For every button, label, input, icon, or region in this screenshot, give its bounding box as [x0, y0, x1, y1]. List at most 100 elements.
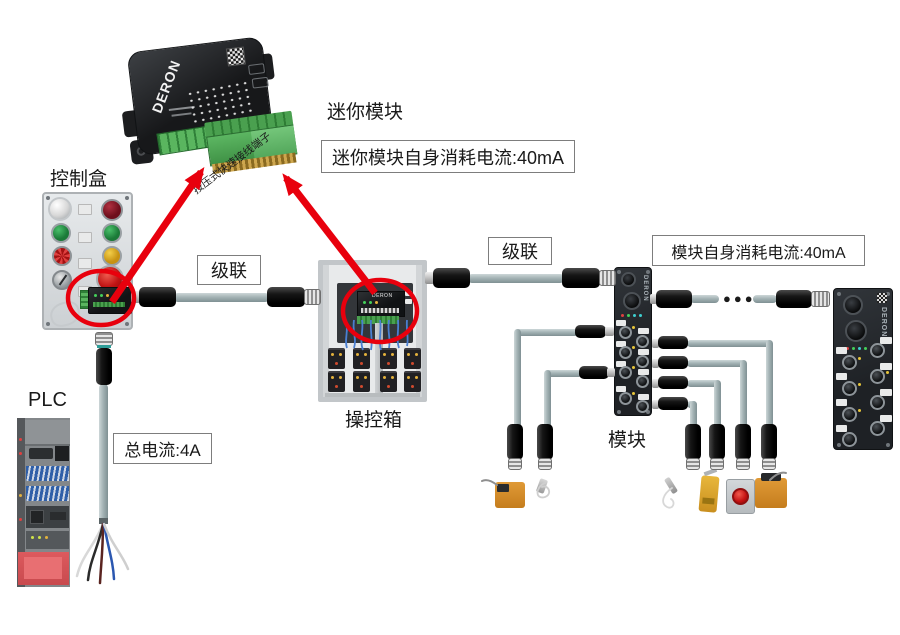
drop-connector-nut — [710, 458, 724, 470]
drop-cable — [546, 370, 582, 377]
module-port — [842, 407, 857, 422]
module-port — [636, 400, 649, 413]
opbox-hinge — [323, 265, 329, 397]
module-top-port — [843, 295, 863, 315]
module-port — [870, 395, 885, 410]
drop-cable — [516, 329, 578, 336]
plc-module-dark — [26, 506, 69, 528]
plc-black-module — [55, 446, 69, 461]
mini-module-label: 迷你模块 — [327, 102, 404, 123]
drop-connector — [537, 424, 553, 460]
module-port — [636, 335, 649, 348]
module-current-callout: 模块自身消耗电流:40mA — [652, 235, 865, 266]
module-port — [870, 369, 885, 384]
control-box-mini-module — [88, 287, 132, 314]
cable-connector-nut — [599, 270, 616, 286]
io-indicator — [251, 76, 269, 89]
cable-connector — [776, 290, 812, 308]
cable-connector-nut — [811, 291, 830, 307]
control-box-device — [42, 192, 133, 330]
connector-tip — [652, 339, 659, 348]
sensor-connector-small — [535, 478, 549, 494]
drop-cable — [514, 329, 521, 428]
cable-connector — [139, 287, 176, 307]
brand-logo: DERON — [372, 293, 393, 299]
module-port — [636, 355, 649, 368]
mini-module-current-callout: 迷你模块自身消耗电流:40mA — [321, 140, 575, 173]
plc-connector — [50, 512, 66, 520]
opbox-switch — [404, 371, 421, 392]
cable-connector — [658, 336, 688, 349]
cable-connector — [658, 376, 688, 389]
module-top-port — [621, 272, 636, 287]
opbox-switch — [353, 371, 370, 392]
plc-connector — [30, 510, 44, 524]
module-port — [870, 343, 885, 358]
operation-box-label: 操控箱 — [345, 410, 403, 431]
drop-connector — [735, 424, 751, 460]
connector-tip — [607, 368, 615, 377]
button-dark-red — [101, 199, 123, 221]
module-port — [619, 366, 632, 379]
module-port — [619, 346, 632, 359]
cascade-label-left: 级联 — [197, 255, 261, 285]
connector-tip — [652, 359, 659, 368]
drop-connector — [685, 424, 701, 460]
drop-connector-nut — [508, 458, 522, 470]
key-slot — [58, 274, 68, 286]
sensor-cap — [761, 473, 781, 481]
module-top-port — [845, 320, 867, 342]
drop-cable — [714, 380, 721, 428]
opbox-switch — [380, 348, 397, 369]
connector-tip — [425, 272, 434, 284]
drop-cable — [687, 340, 772, 347]
drop-cable — [690, 401, 697, 428]
qr-code — [225, 46, 246, 67]
module-port — [870, 421, 885, 436]
estop-red-button — [732, 488, 749, 505]
plc-device — [17, 418, 70, 587]
module-port — [636, 375, 649, 388]
drop-cable — [687, 380, 719, 387]
brand-logo: DERON — [642, 275, 648, 302]
din-clip — [78, 204, 92, 215]
plc-wire-bundle — [26, 486, 69, 501]
inter-module-cable — [753, 295, 777, 303]
sensor-proximity-orange — [495, 482, 525, 508]
drop-connector — [709, 424, 725, 460]
opbox-switch — [404, 348, 421, 369]
opbox-switch — [328, 348, 345, 369]
module-label: 模块 — [608, 430, 647, 451]
connector-tip — [605, 327, 614, 336]
opbox-bottom-rail — [325, 393, 420, 397]
cable-connector-nut — [95, 332, 113, 346]
qr-code — [877, 293, 887, 303]
drop-cable — [544, 370, 551, 428]
plc-rack-rail — [17, 418, 25, 587]
loose-wire — [47, 298, 83, 330]
drop-cable — [740, 360, 747, 428]
drop-connector — [507, 424, 523, 460]
drop-connector-nut — [538, 458, 552, 470]
plc-dsub-port — [29, 448, 53, 459]
button-yellow — [102, 246, 122, 266]
module-port — [619, 392, 632, 405]
emergency-stop-button — [726, 479, 755, 514]
connector-tip — [650, 294, 657, 304]
plc-module-row — [26, 531, 69, 549]
brand-logo: DERON — [148, 57, 184, 116]
cascade-cable-1 — [174, 293, 269, 302]
control-box-label: 控制盒 — [50, 169, 108, 190]
sensor-proximity-orange — [755, 473, 787, 508]
io-module-1: DERON — [614, 267, 652, 416]
key-switch — [52, 270, 72, 290]
module-port — [842, 432, 857, 447]
plc-red-section — [18, 552, 69, 585]
main-cable — [99, 384, 108, 524]
connector-tip — [652, 400, 659, 409]
limit-switch-yellow — [698, 467, 720, 513]
sensor-with-cable — [663, 476, 679, 495]
plc-module-row — [25, 420, 70, 446]
module-port — [842, 355, 857, 370]
